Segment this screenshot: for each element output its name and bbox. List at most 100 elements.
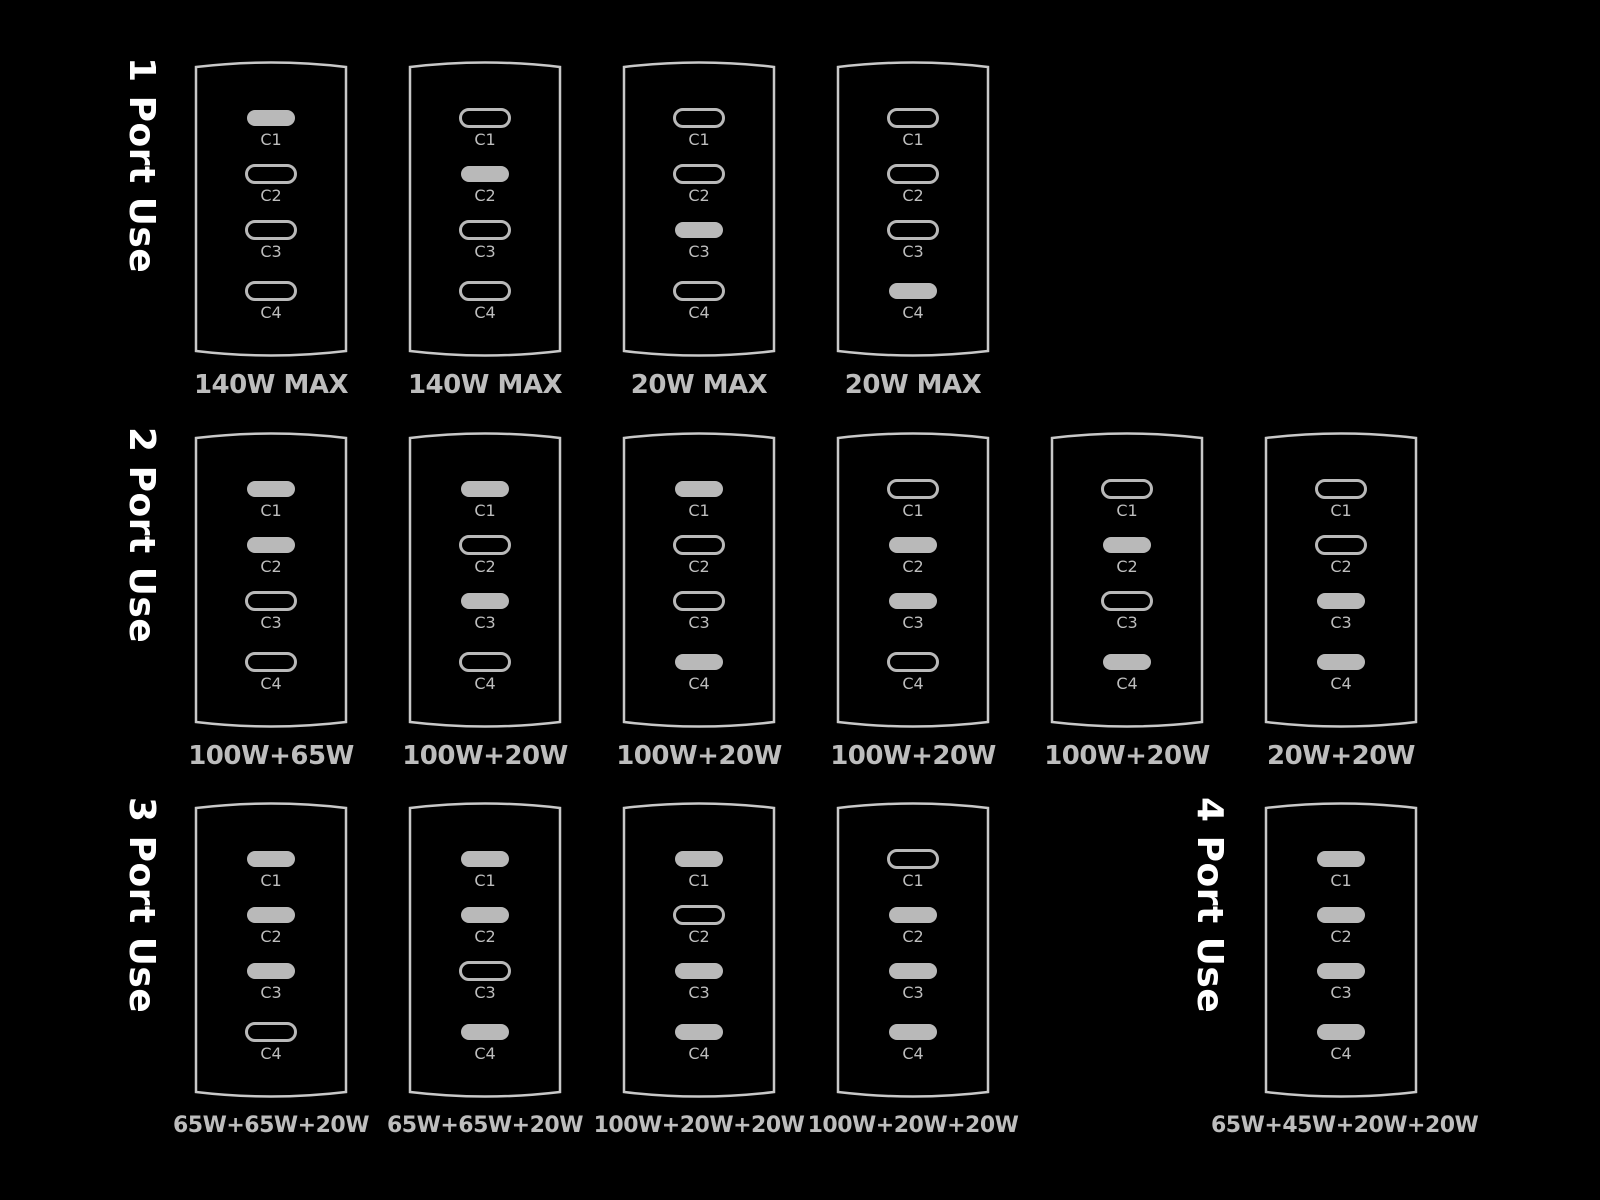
usb-c-port-c1: C1 (458, 108, 512, 148)
charger-outline (194, 61, 348, 357)
usb-c-port-c4: C4 (1314, 652, 1368, 692)
usb-c-inactive-icon (1315, 535, 1367, 555)
port-label: C4 (1330, 674, 1352, 693)
charger-outline (1050, 432, 1204, 728)
usb-c-port-c3: C3 (672, 961, 726, 1001)
port-label: C3 (260, 613, 282, 632)
port-label: C1 (260, 130, 282, 149)
usb-c-port-c3: C3 (886, 220, 940, 260)
power-caption: 100W+20W (830, 741, 996, 771)
usb-c-active-icon (889, 963, 937, 979)
usb-c-active-icon (889, 537, 937, 553)
usb-c-port-c4: C4 (458, 281, 512, 321)
usb-c-port-c1: C1 (458, 849, 512, 889)
port-label: C1 (1330, 871, 1352, 890)
usb-c-inactive-icon (887, 164, 939, 184)
charger-outline (408, 802, 562, 1098)
port-label: C1 (902, 871, 924, 890)
usb-c-inactive-icon (887, 108, 939, 128)
port-label: C1 (688, 871, 710, 890)
port-label: C2 (688, 557, 710, 576)
usb-c-inactive-icon (1101, 591, 1153, 611)
usb-c-port-c1: C1 (244, 849, 298, 889)
port-label: C3 (260, 242, 282, 261)
port-label: C2 (474, 557, 496, 576)
usb-c-active-icon (247, 907, 295, 923)
usb-c-port-c4: C4 (458, 652, 512, 692)
port-label: C2 (902, 927, 924, 946)
port-label: C4 (474, 1044, 496, 1063)
charger-outline (194, 432, 348, 728)
port-label: C2 (688, 927, 710, 946)
usb-c-port-c4: C4 (886, 652, 940, 692)
usb-c-active-icon (675, 851, 723, 867)
usb-c-active-icon (461, 481, 509, 497)
usb-c-active-icon (247, 963, 295, 979)
port-label: C2 (474, 186, 496, 205)
port-label: C1 (260, 501, 282, 520)
usb-c-port-c3: C3 (244, 961, 298, 1001)
usb-c-active-icon (675, 1024, 723, 1040)
usb-c-inactive-icon (1101, 479, 1153, 499)
section-label-3-port: 3 Port Use (121, 797, 162, 1014)
port-label: C1 (688, 130, 710, 149)
port-label: C4 (260, 303, 282, 322)
usb-c-active-icon (247, 481, 295, 497)
charger-outline (1264, 802, 1418, 1098)
port-label: C2 (902, 186, 924, 205)
usb-c-port-c2: C2 (458, 535, 512, 575)
usb-c-inactive-icon (245, 652, 297, 672)
usb-c-active-icon (675, 481, 723, 497)
section-label-4-port: 4 Port Use (1189, 797, 1230, 1014)
usb-c-port-c2: C2 (1100, 535, 1154, 575)
port-label: C4 (902, 674, 924, 693)
usb-c-port-c2: C2 (672, 905, 726, 945)
port-label: C1 (260, 871, 282, 890)
usb-c-active-icon (1103, 654, 1151, 670)
charger-outline (1264, 432, 1418, 728)
port-label: C1 (474, 501, 496, 520)
port-label: C4 (688, 1044, 710, 1063)
usb-c-port-c3: C3 (458, 220, 512, 260)
port-label: C1 (474, 871, 496, 890)
usb-c-inactive-icon (887, 479, 939, 499)
usb-c-port-c4: C4 (1100, 652, 1154, 692)
usb-c-active-icon (889, 283, 937, 299)
port-label: C4 (260, 1044, 282, 1063)
port-label: C1 (1330, 501, 1352, 520)
usb-c-port-c3: C3 (458, 961, 512, 1001)
usb-c-port-c4: C4 (1314, 1022, 1368, 1062)
port-label: C2 (260, 186, 282, 205)
charger-outline (408, 432, 562, 728)
usb-c-port-c1: C1 (672, 479, 726, 519)
usb-c-active-icon (675, 222, 723, 238)
port-label: C4 (474, 303, 496, 322)
charger-outline (622, 802, 776, 1098)
usb-c-port-c3: C3 (244, 220, 298, 260)
port-label: C1 (902, 501, 924, 520)
usb-c-inactive-icon (459, 652, 511, 672)
usb-c-inactive-icon (887, 220, 939, 240)
usb-c-port-c2: C2 (1314, 905, 1368, 945)
usb-c-port-c3: C3 (1314, 591, 1368, 631)
usb-c-port-c4: C4 (672, 281, 726, 321)
usb-c-port-c2: C2 (244, 535, 298, 575)
usb-c-port-c2: C2 (458, 905, 512, 945)
port-label: C3 (902, 242, 924, 261)
usb-c-port-c1: C1 (458, 479, 512, 519)
usb-c-inactive-icon (459, 281, 511, 301)
usb-c-port-c2: C2 (244, 905, 298, 945)
port-label: C4 (1116, 674, 1138, 693)
usb-c-port-c3: C3 (1314, 961, 1368, 1001)
usb-c-port-c1: C1 (672, 108, 726, 148)
usb-c-active-icon (1317, 963, 1365, 979)
usb-c-inactive-icon (673, 164, 725, 184)
usb-c-active-icon (1317, 654, 1365, 670)
usb-c-port-c2: C2 (672, 535, 726, 575)
usb-c-inactive-icon (245, 281, 297, 301)
usb-c-inactive-icon (673, 535, 725, 555)
port-label: C2 (1330, 557, 1352, 576)
usb-c-port-c3: C3 (886, 591, 940, 631)
